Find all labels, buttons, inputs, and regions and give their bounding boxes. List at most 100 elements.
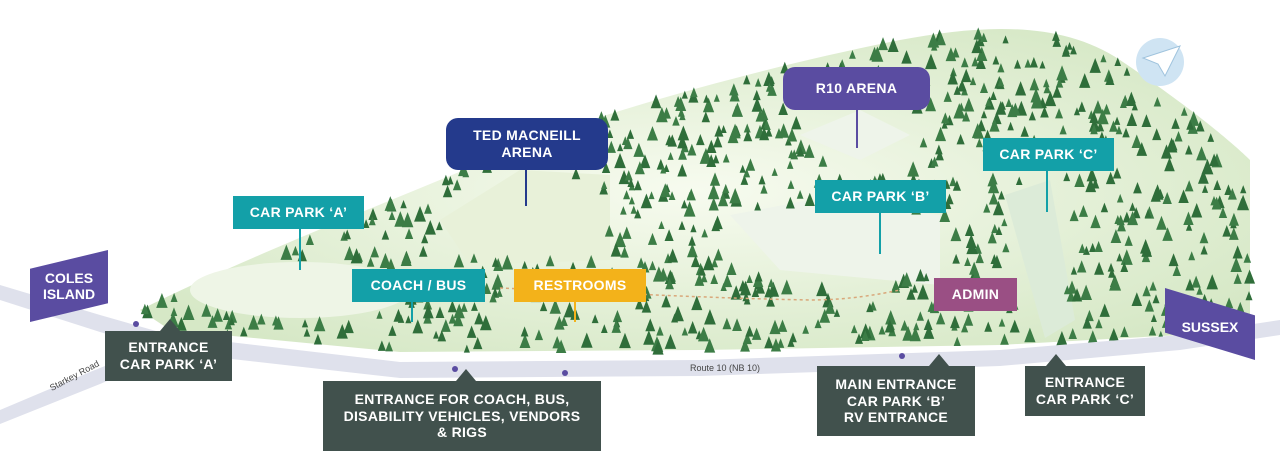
entrance-coach-bus[interactable]: ENTRANCE FOR COACH, BUS, DISABILITY VEHI… (323, 381, 601, 451)
tree-icon (667, 248, 679, 263)
tree-icon (1109, 274, 1122, 291)
tree-icon (1039, 60, 1046, 69)
tree-icon (580, 332, 593, 348)
tree-icon (474, 311, 484, 325)
tree-icon (951, 47, 960, 58)
tree-icon (658, 267, 669, 281)
tree-icon (1100, 54, 1107, 63)
tree-icon (240, 326, 248, 337)
tree-icon (746, 274, 753, 284)
tree-icon (683, 201, 696, 217)
tree-icon (400, 251, 412, 267)
tree-icon (591, 314, 599, 324)
tree-icon (985, 98, 992, 107)
tree-icon (971, 56, 979, 67)
tree-icon (368, 208, 378, 220)
entrance-car-park-a[interactable]: ENTRANCE CAR PARK ‘A’ (105, 331, 232, 381)
label-car-park-a[interactable]: CAR PARK ‘A’ (233, 196, 364, 229)
tree-icon (224, 319, 233, 330)
label-ted-macneill-arena[interactable]: TED MACNEILL ARENA (446, 118, 608, 170)
tree-icon (1188, 251, 1196, 261)
tree-icon (404, 228, 414, 240)
tree-icon (1090, 214, 1101, 229)
tree-icon (687, 143, 697, 156)
tree-icon (441, 174, 450, 186)
tree-icon (1076, 260, 1087, 273)
tree-icon (554, 315, 565, 330)
entrance-text: ENTRANCE (128, 339, 209, 356)
label-admin[interactable]: ADMIN (934, 278, 1017, 311)
tree-icon (362, 219, 370, 229)
tree-icon (634, 161, 645, 175)
tree-icon (1040, 106, 1049, 118)
tree-icon (713, 93, 720, 102)
tree-icon (343, 229, 351, 240)
tree-icon (379, 252, 392, 268)
tree-icon (726, 262, 737, 275)
tree-icon (998, 190, 1005, 200)
tree-icon (1086, 167, 1098, 182)
tree-icon (1185, 222, 1193, 231)
tree-icon (1100, 202, 1109, 213)
tree-icon (698, 265, 706, 276)
tree-icon (405, 315, 412, 324)
tree-icon (635, 298, 644, 310)
tree-icon (1227, 187, 1237, 200)
tree-icon (440, 319, 451, 332)
tree-icon (1052, 30, 1060, 41)
label-r10-arena[interactable]: R10 ARENA (783, 67, 930, 110)
tree-icon (771, 167, 778, 176)
tree-icon (303, 328, 311, 337)
tree-icon (1113, 116, 1121, 125)
tree-icon (1222, 225, 1232, 237)
tree-icon (435, 221, 443, 231)
tree-icon (491, 257, 500, 267)
tree-icon (975, 138, 983, 148)
tree-icon (1185, 144, 1193, 155)
label-restrooms[interactable]: RESTROOMS (514, 269, 646, 302)
label-coach-bus[interactable]: COACH / BUS (352, 269, 485, 302)
tree-icon (743, 74, 751, 85)
tree-icon (713, 248, 724, 261)
tree-icon (722, 274, 733, 288)
tree-icon (1141, 114, 1152, 127)
tree-icon (1116, 253, 1123, 262)
tree-icon (866, 302, 874, 313)
tree-icon (1009, 319, 1020, 333)
tree-icon (943, 91, 952, 102)
tree-icon (712, 154, 720, 164)
tree-icon (1105, 73, 1115, 86)
tree-icon (385, 341, 394, 352)
tree-icon (833, 308, 841, 317)
tree-icon (606, 140, 616, 153)
tree-icon (678, 148, 687, 160)
tree-icon (1112, 167, 1122, 179)
pin-car-park-a (299, 228, 301, 270)
tree-icon (652, 340, 664, 355)
tree-icon (520, 326, 529, 337)
tree-icon (759, 127, 770, 141)
tree-icon (900, 320, 909, 331)
tree-icon (647, 232, 658, 245)
tree-icon (664, 229, 674, 242)
entrance-car-park-c[interactable]: ENTRANCE CAR PARK ‘C’ (1025, 366, 1145, 416)
label-car-park-b[interactable]: CAR PARK ‘B’ (815, 180, 946, 213)
tree-icon (995, 226, 1003, 236)
entrance-main-car-park-b[interactable]: MAIN ENTRANCE CAR PARK ‘B’ RV ENTRANCE (817, 366, 975, 436)
tree-icon (1116, 193, 1124, 203)
tree-icon (760, 184, 768, 194)
tree-icon (604, 225, 614, 237)
tree-icon (452, 179, 462, 191)
label-car-park-c[interactable]: CAR PARK ‘C’ (983, 138, 1114, 171)
tree-icon (688, 235, 696, 246)
tree-icon (1052, 85, 1062, 98)
tree-icon (1232, 245, 1243, 259)
tree-icon (694, 273, 705, 286)
tree-icon (639, 154, 651, 169)
pin-coach-bus (411, 302, 413, 322)
tree-icon (781, 279, 793, 295)
tree-icon (950, 227, 962, 242)
tree-icon (1156, 215, 1167, 230)
tree-icon (930, 156, 939, 167)
tree-icon (1149, 281, 1157, 291)
